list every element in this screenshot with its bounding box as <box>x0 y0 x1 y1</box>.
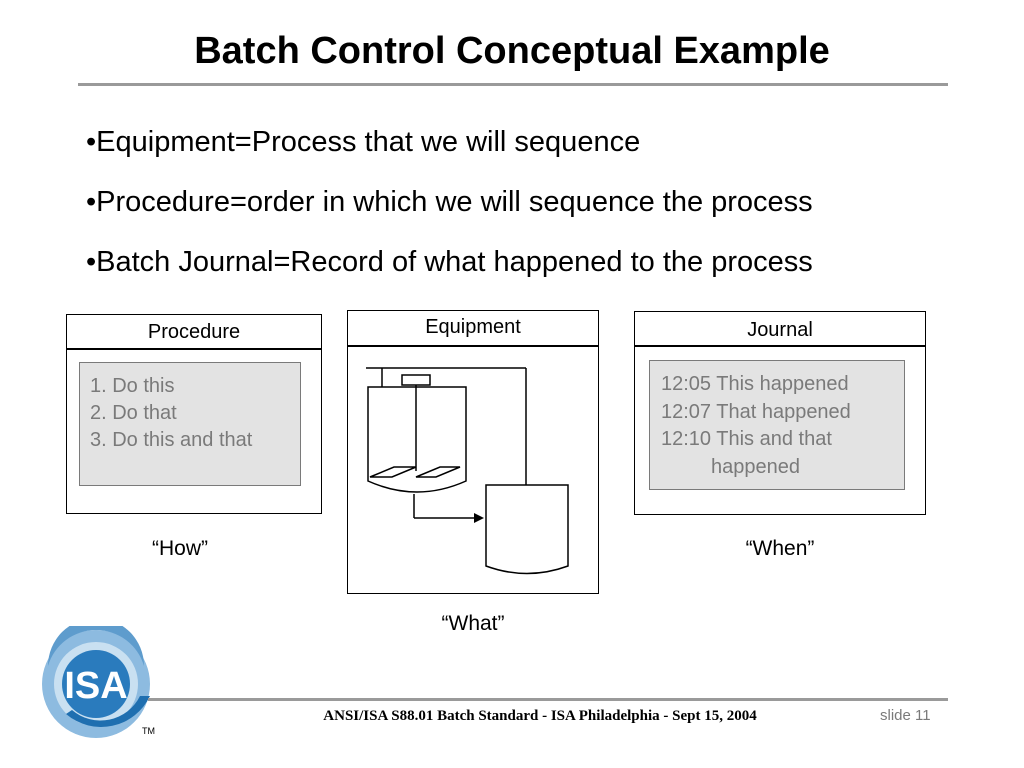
motor-icon <box>401 374 431 386</box>
procedure-steps: 1. Do this 2. Do that 3. Do this and tha… <box>79 362 301 486</box>
slide-title: Batch Control Conceptual Example <box>194 30 830 72</box>
bullet-procedure: •Procedure=order in which we will sequen… <box>86 186 813 218</box>
reactor-vessel-icon <box>367 386 467 493</box>
how-caption: “How” <box>152 537 208 560</box>
agitator-blade-left <box>369 466 417 478</box>
equipment-header: Equipment <box>425 316 521 338</box>
when-caption: “When” <box>745 537 815 560</box>
slide-number: slide 11 <box>880 707 931 724</box>
equipment-box: Equipment <box>347 310 599 594</box>
footer-text: ANSI/ISA S88.01 Batch Standard - ISA Phi… <box>323 708 757 724</box>
procedure-header: Procedure <box>147 321 241 343</box>
trademark-mark: TM <box>142 726 155 736</box>
footer-rule <box>148 698 948 701</box>
bullet-equipment: •Equipment=Process that we will sequence <box>86 126 641 158</box>
isa-logo-text: ISA <box>64 665 127 707</box>
holding-tank-icon <box>485 484 569 575</box>
journal-header-line <box>635 345 925 347</box>
journal-entries: 12:05 This happened 12:07 That happened … <box>649 360 905 490</box>
what-caption: “What” <box>441 612 505 635</box>
title-rule <box>78 83 948 86</box>
transfer-arrow-icon <box>474 513 484 523</box>
procedure-header-line <box>67 348 321 350</box>
journal-header: Journal <box>747 319 813 341</box>
agitator-blade-right <box>415 466 461 478</box>
procedure-box: Procedure 1. Do this 2. Do that 3. Do th… <box>66 314 322 514</box>
journal-box: Journal 12:05 This happened 12:07 That h… <box>634 311 926 515</box>
equipment-header-line <box>348 345 598 347</box>
equipment-process-drawing <box>366 367 569 575</box>
bullet-journal: •Batch Journal=Record of what happened t… <box>86 246 813 278</box>
isa-logo: ISA TM <box>42 626 155 738</box>
